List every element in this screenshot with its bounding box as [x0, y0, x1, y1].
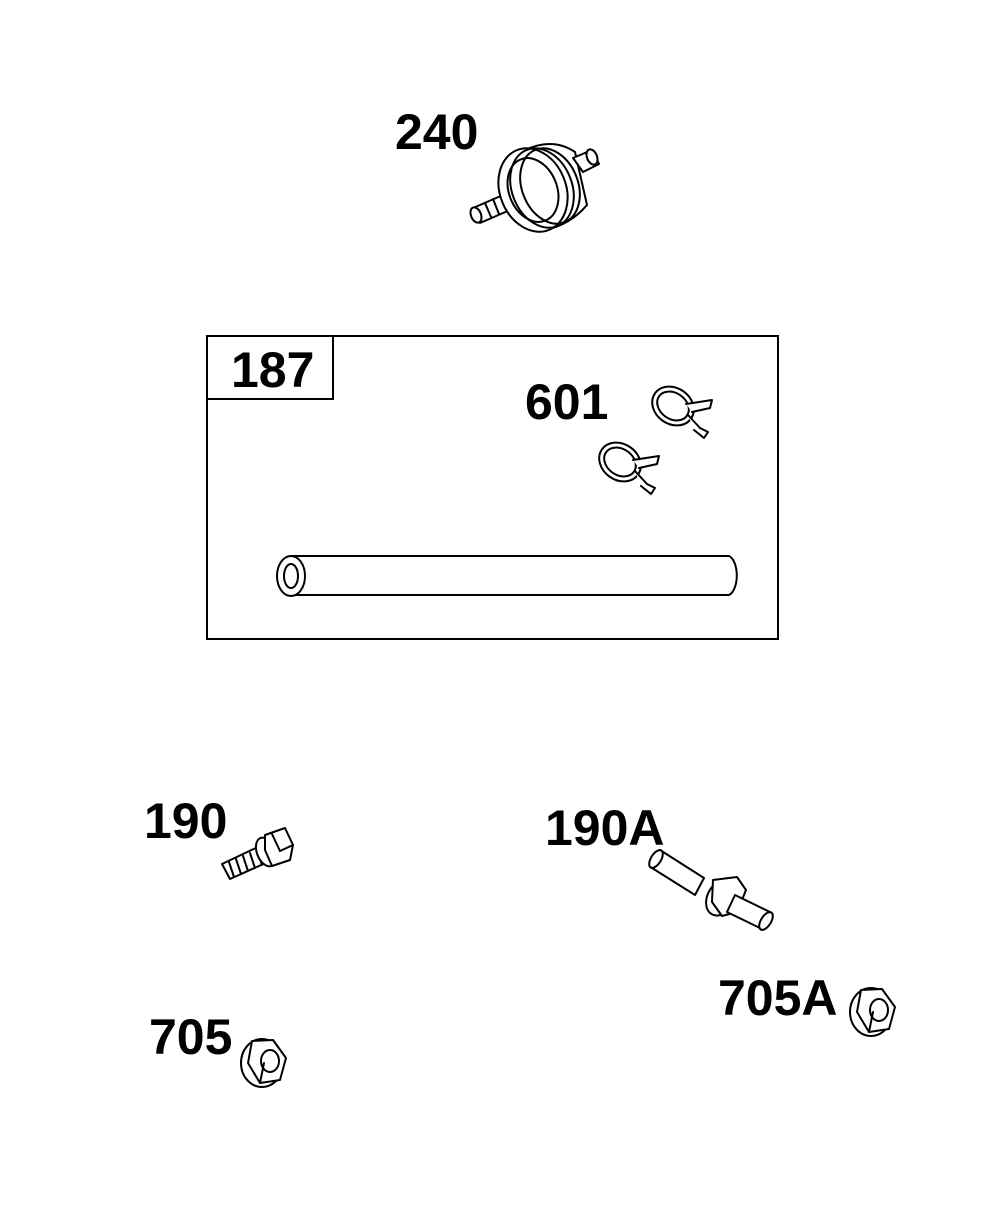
part-label-601: 601	[525, 374, 609, 430]
kit-box-187	[206, 335, 779, 640]
part-label-190a: 190A	[545, 800, 665, 856]
fuel-line-icon	[276, 555, 738, 597]
kit-tag-187	[206, 335, 334, 400]
part-label-705a: 705A	[718, 970, 838, 1026]
hose-clamp-icon	[598, 385, 713, 495]
flange-bolt-icon	[221, 827, 294, 880]
flange-nut-icon	[240, 1038, 287, 1088]
part-label-187: 187	[231, 342, 315, 398]
part-label-240: 240	[395, 104, 479, 160]
part-label-705: 705	[149, 1009, 233, 1065]
part-label-190: 190	[144, 793, 228, 849]
fuel-filter-icon	[469, 143, 600, 233]
flange-nut-icon	[849, 987, 896, 1037]
stud-icon	[648, 849, 774, 931]
